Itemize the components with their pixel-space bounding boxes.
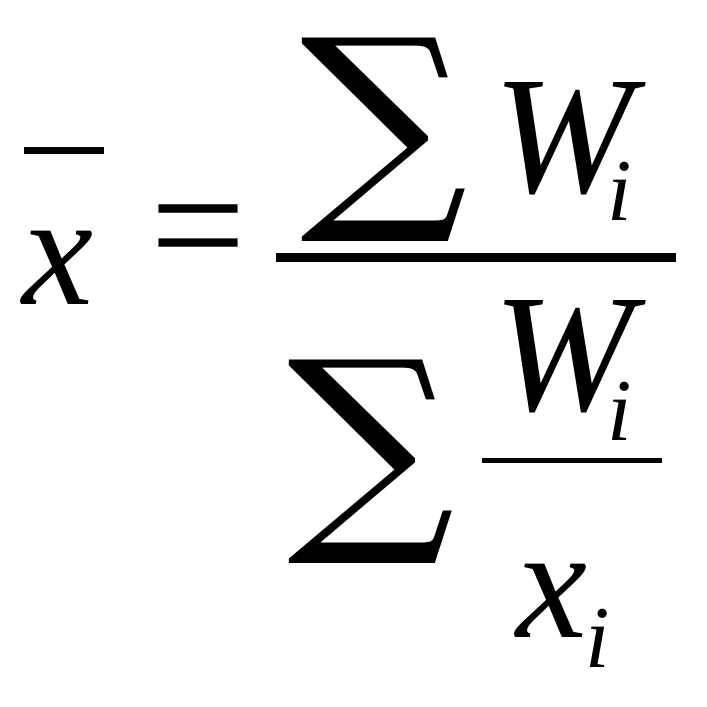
equals-sign: =: [150, 131, 246, 319]
inner-numerator-subscript-i: i: [607, 363, 632, 460]
numerator-sum-symbol: ∑: [300, 0, 468, 252]
inner-denominator-subscript-i: i: [585, 590, 610, 687]
main-fraction-line: [276, 253, 676, 262]
lhs-x: x: [22, 161, 94, 339]
inner-numerator-w: W: [493, 261, 633, 447]
denominator-sum-symbol: ∑: [287, 313, 455, 574]
lhs-overbar: [24, 147, 104, 154]
inner-denominator-x: x: [516, 494, 588, 672]
inner-fraction-line: [482, 458, 662, 463]
numerator-subscript-i: i: [607, 143, 632, 240]
numerator-w: W: [493, 43, 633, 229]
